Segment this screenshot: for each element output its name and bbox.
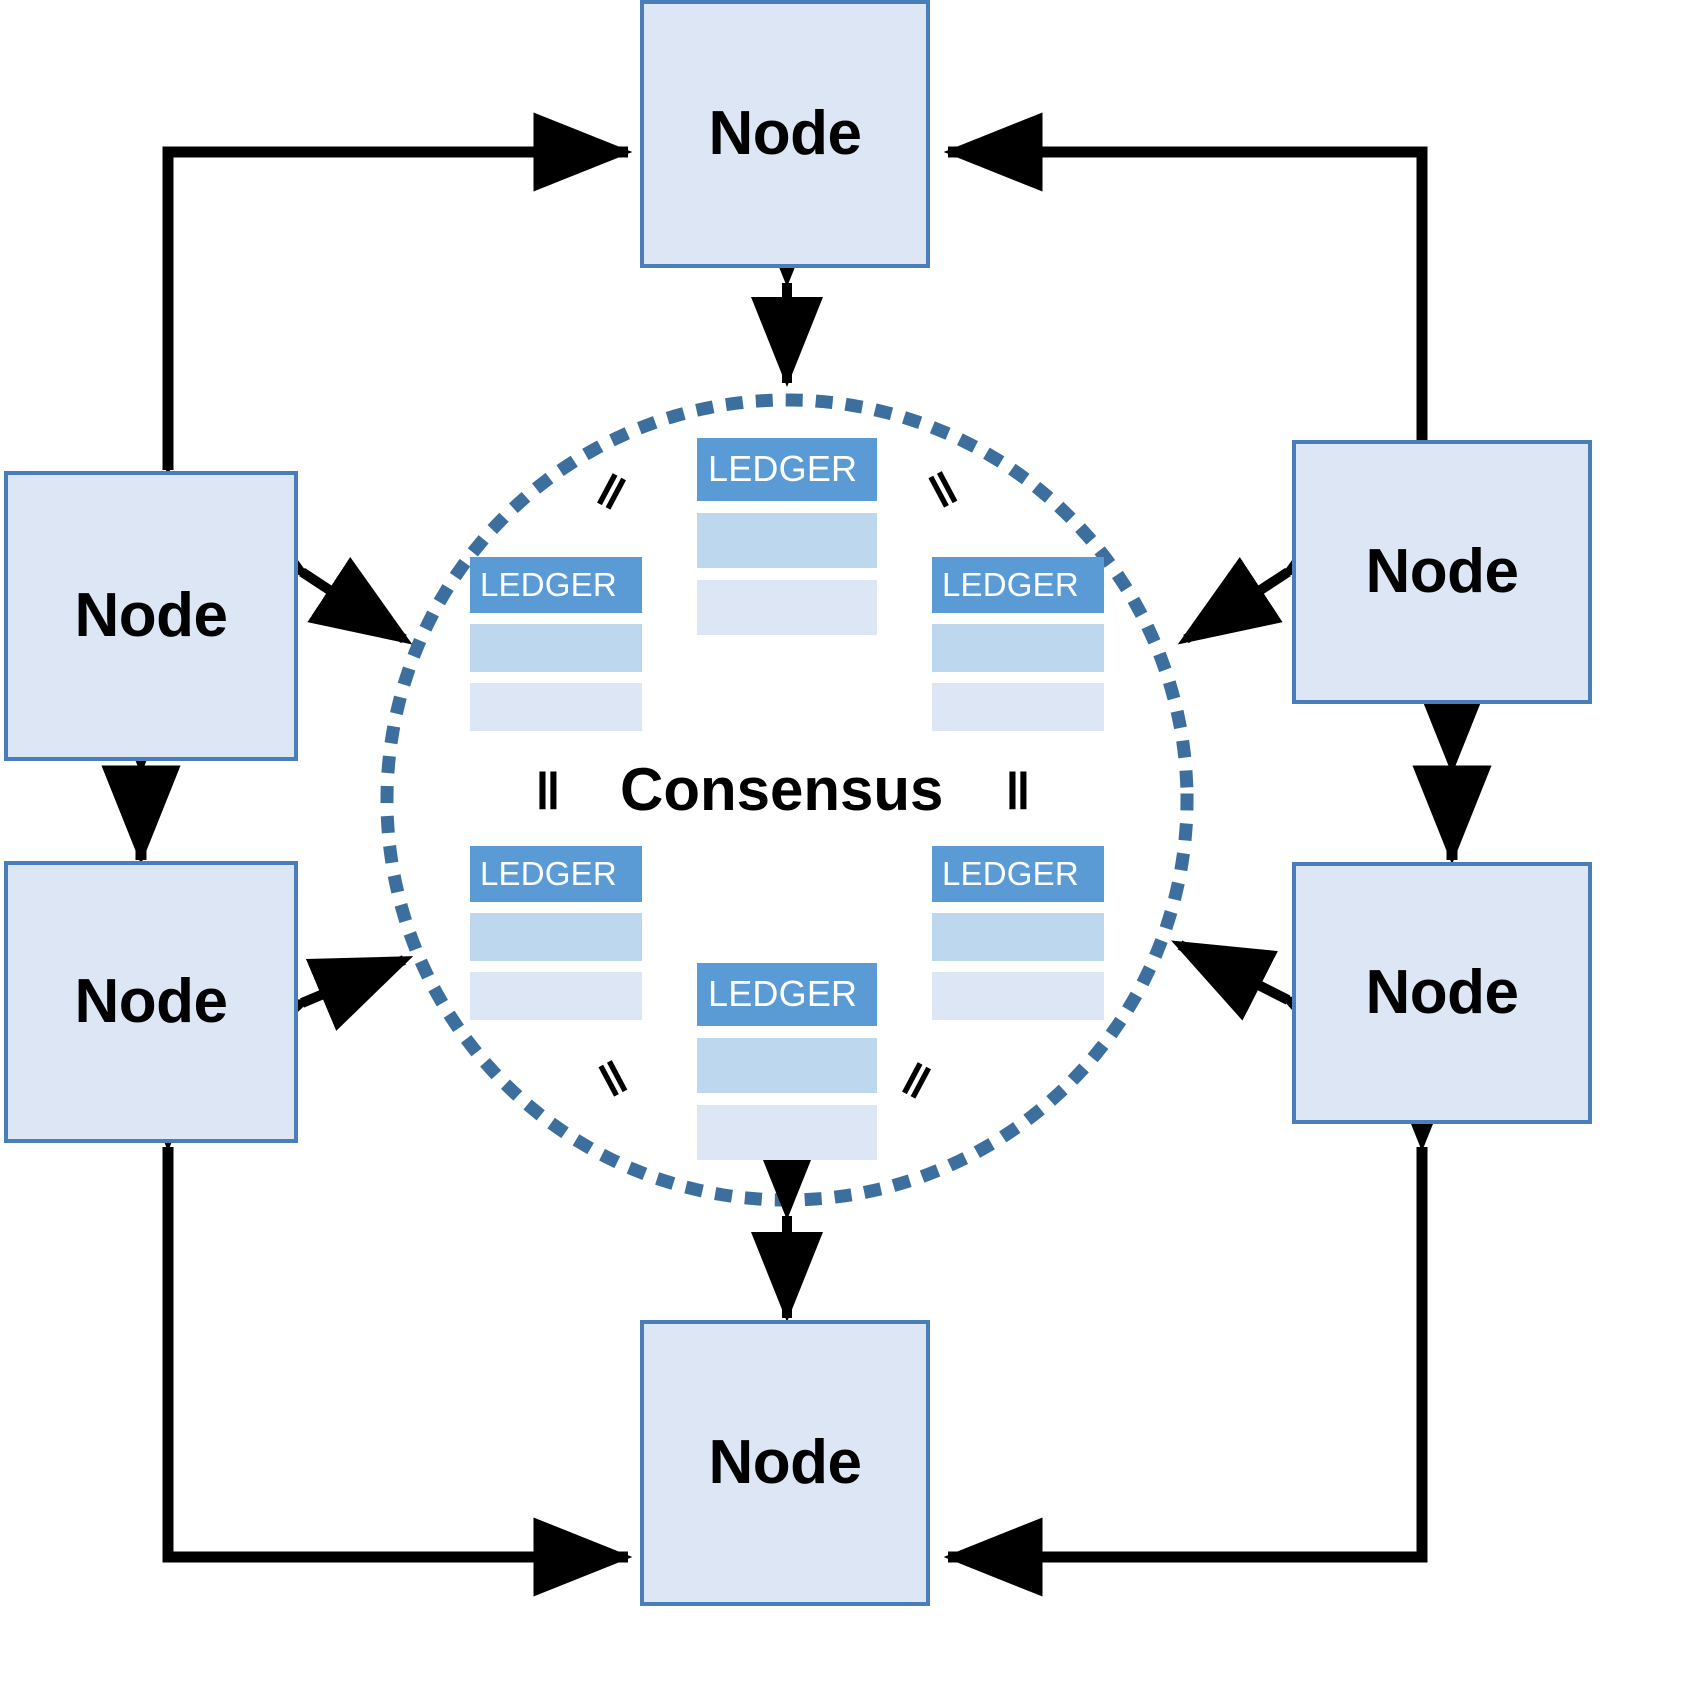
node-left-lower[interactable]: Node	[4, 861, 298, 1143]
ledger-bottom-label: LEDGER	[697, 963, 877, 1026]
ledger-top-row-1	[697, 513, 877, 568]
link-left-upper-to-top	[128, 112, 633, 565]
link-left-lower-to-bottom	[128, 1052, 633, 1597]
link-right-upper-to-circle	[1177, 489, 1385, 645]
ledger-lower-left-row-1	[470, 913, 642, 961]
node-left-lower-label: Node	[74, 967, 229, 1036]
ledger-upper-right-label: LEDGER	[932, 557, 1104, 613]
node-top-label: Node	[708, 99, 863, 168]
ledger-upper-left-label: LEDGER	[470, 557, 642, 613]
link-right-lower-to-bottom	[943, 1052, 1462, 1597]
ledger-upper-right-row-1	[932, 624, 1104, 672]
ledger-upper-left-row-2	[470, 683, 642, 731]
ledger-bottom-row-2	[697, 1105, 877, 1160]
ledger-lower-left-row-2	[470, 972, 642, 1020]
link-right-lower-to-circle	[1171, 940, 1386, 1076]
ledger-lower-right-row-2	[932, 972, 1104, 1020]
node-bottom[interactable]: Node	[640, 1320, 930, 1606]
link-left-lower-to-circle	[203, 955, 414, 1074]
ledger-top-label: LEDGER	[697, 438, 877, 501]
node-top[interactable]: Node	[640, 0, 930, 268]
ledger-lower-right[interactable]: LEDGER	[932, 846, 1104, 1020]
ledger-upper-left[interactable]: LEDGER	[470, 557, 642, 731]
ledger-top-row-2	[697, 580, 877, 635]
ledger-lower-left-label: LEDGER	[470, 846, 642, 902]
ledger-lower-right-label: LEDGER	[932, 846, 1104, 902]
consensus-label: Consensus	[620, 756, 944, 823]
node-right-upper[interactable]: Node	[1292, 440, 1592, 704]
node-right-lower-label: Node	[1365, 958, 1520, 1027]
link-left-upper-to-circle	[205, 489, 413, 645]
ledger-lower-right-row-1	[932, 913, 1104, 961]
ledger-upper-right-row-2	[932, 683, 1104, 731]
node-right-upper-label: Node	[1365, 537, 1520, 606]
node-bottom-label: Node	[708, 1428, 863, 1497]
node-left-upper-label: Node	[74, 581, 229, 650]
node-right-lower[interactable]: Node	[1292, 862, 1592, 1124]
link-right-upper-to-top	[943, 112, 1462, 565]
ledger-upper-right[interactable]: LEDGER	[932, 557, 1104, 731]
ledger-upper-left-row-1	[470, 624, 642, 672]
ledger-bottom-row-1	[697, 1038, 877, 1093]
ledger-top[interactable]: LEDGER	[697, 438, 877, 635]
ledger-lower-left[interactable]: LEDGER	[470, 846, 642, 1020]
equals-mid-left-icon: ‖	[535, 763, 561, 821]
ledger-bottom[interactable]: LEDGER	[697, 963, 877, 1160]
equals-mid-right-icon: ‖	[1005, 763, 1031, 821]
node-left-upper[interactable]: Node	[4, 471, 298, 761]
